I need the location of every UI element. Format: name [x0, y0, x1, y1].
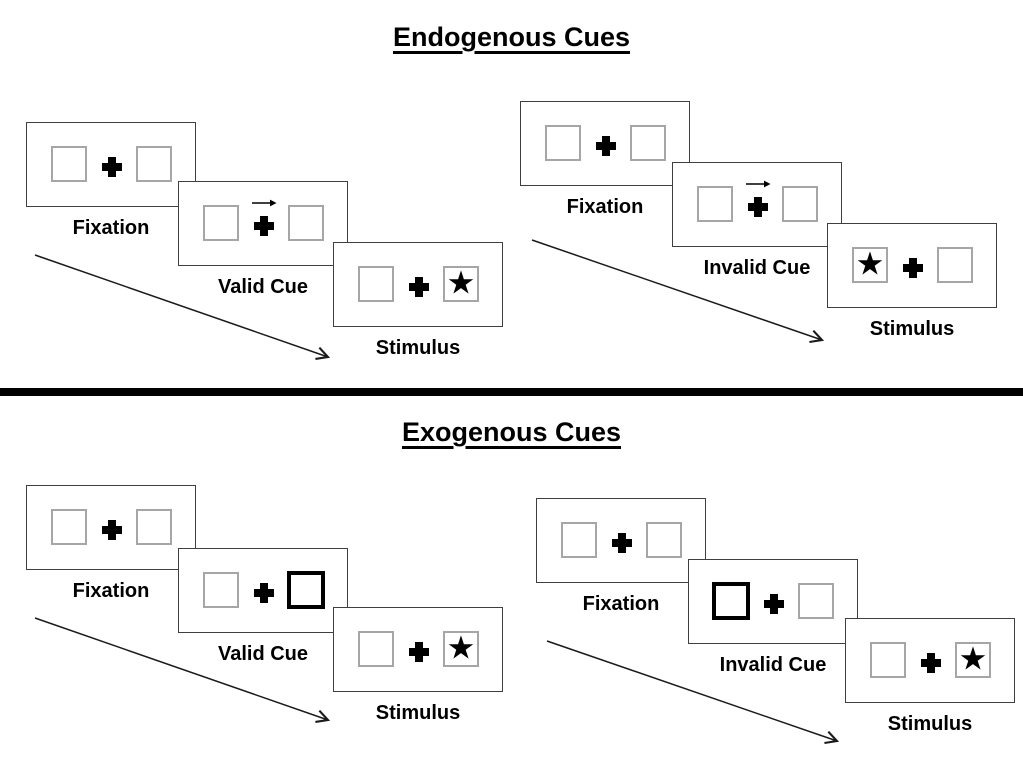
step-label: Valid Cue — [217, 643, 309, 665]
stimulus-screen: ★ — [827, 223, 997, 308]
fixation-screen — [536, 498, 706, 583]
star-icon: ★ — [958, 639, 988, 678]
placeholder-box-right — [630, 125, 666, 161]
cue-screen — [688, 559, 858, 644]
placeholder-box-left — [358, 631, 394, 667]
step-label: Invalid Cue — [719, 654, 827, 676]
cue-highlight-box-left — [712, 582, 750, 620]
placeholder-box-left — [51, 509, 87, 545]
fixation-screen — [26, 122, 196, 207]
step-label: Stimulus — [375, 702, 461, 724]
cue-screen — [178, 181, 348, 266]
step-label: Fixation — [582, 593, 660, 615]
fixation-cross-icon — [903, 258, 923, 278]
step-label: Valid Cue — [217, 276, 309, 298]
fixation-cross-icon — [921, 653, 941, 673]
fixation-cross-icon — [596, 136, 616, 156]
stimulus-screen: ★ — [845, 618, 1015, 703]
target-star-box: ★ — [955, 642, 991, 678]
placeholder-box-left — [358, 266, 394, 302]
cue-highlight-box-right — [287, 571, 325, 609]
section-divider — [0, 388, 1023, 396]
cue-arrow-icon — [746, 180, 771, 188]
step-label: Stimulus — [869, 318, 955, 340]
placeholder-box-left — [203, 205, 239, 241]
fixation-cross-icon — [764, 594, 784, 614]
step-label: Invalid Cue — [703, 257, 811, 279]
step-label: Fixation — [72, 217, 150, 239]
step-label: Stimulus — [887, 713, 973, 735]
fixation-cross-icon — [102, 157, 122, 177]
placeholder-box-right — [136, 146, 172, 182]
fixation-screen — [520, 101, 690, 186]
section-title-endogenous: Endogenous Cues — [392, 22, 630, 52]
fixation-cross-icon — [102, 520, 122, 540]
step-label: Fixation — [72, 580, 150, 602]
placeholder-box-left — [561, 522, 597, 558]
placeholder-box-right — [136, 509, 172, 545]
stimulus-screen: ★ — [333, 242, 503, 327]
stimulus-screen: ★ — [333, 607, 503, 692]
cue-arrow-icon — [252, 199, 277, 207]
fixation-cross-icon — [254, 216, 274, 236]
star-icon: ★ — [446, 628, 476, 667]
placeholder-box-right — [937, 247, 973, 283]
placeholder-box-left — [203, 572, 239, 608]
placeholder-box-right — [288, 205, 324, 241]
target-star-box: ★ — [443, 631, 479, 667]
timeline-arrow — [34, 254, 328, 357]
step-label: Stimulus — [375, 337, 461, 359]
placeholder-box-right — [782, 186, 818, 222]
timeline-arrow — [531, 239, 822, 340]
target-star-box: ★ — [443, 266, 479, 302]
fixation-cross-icon — [254, 583, 274, 603]
placeholder-box-left — [697, 186, 733, 222]
section-title-exogenous: Exogenous Cues — [401, 417, 622, 447]
fixation-cross-icon — [409, 642, 429, 662]
placeholder-box-right — [646, 522, 682, 558]
fixation-cross-icon — [612, 533, 632, 553]
star-icon: ★ — [446, 263, 476, 302]
fixation-cross-icon — [748, 197, 768, 217]
placeholder-box-left — [870, 642, 906, 678]
cue-screen — [672, 162, 842, 247]
placeholder-box-right — [798, 583, 834, 619]
fixation-screen — [26, 485, 196, 570]
timeline-arrow — [34, 617, 328, 720]
target-star-box: ★ — [852, 247, 888, 283]
star-icon: ★ — [855, 244, 885, 283]
fixation-cross-icon — [409, 277, 429, 297]
placeholder-box-left — [51, 146, 87, 182]
step-label: Fixation — [566, 196, 644, 218]
placeholder-box-left — [545, 125, 581, 161]
cue-screen — [178, 548, 348, 633]
